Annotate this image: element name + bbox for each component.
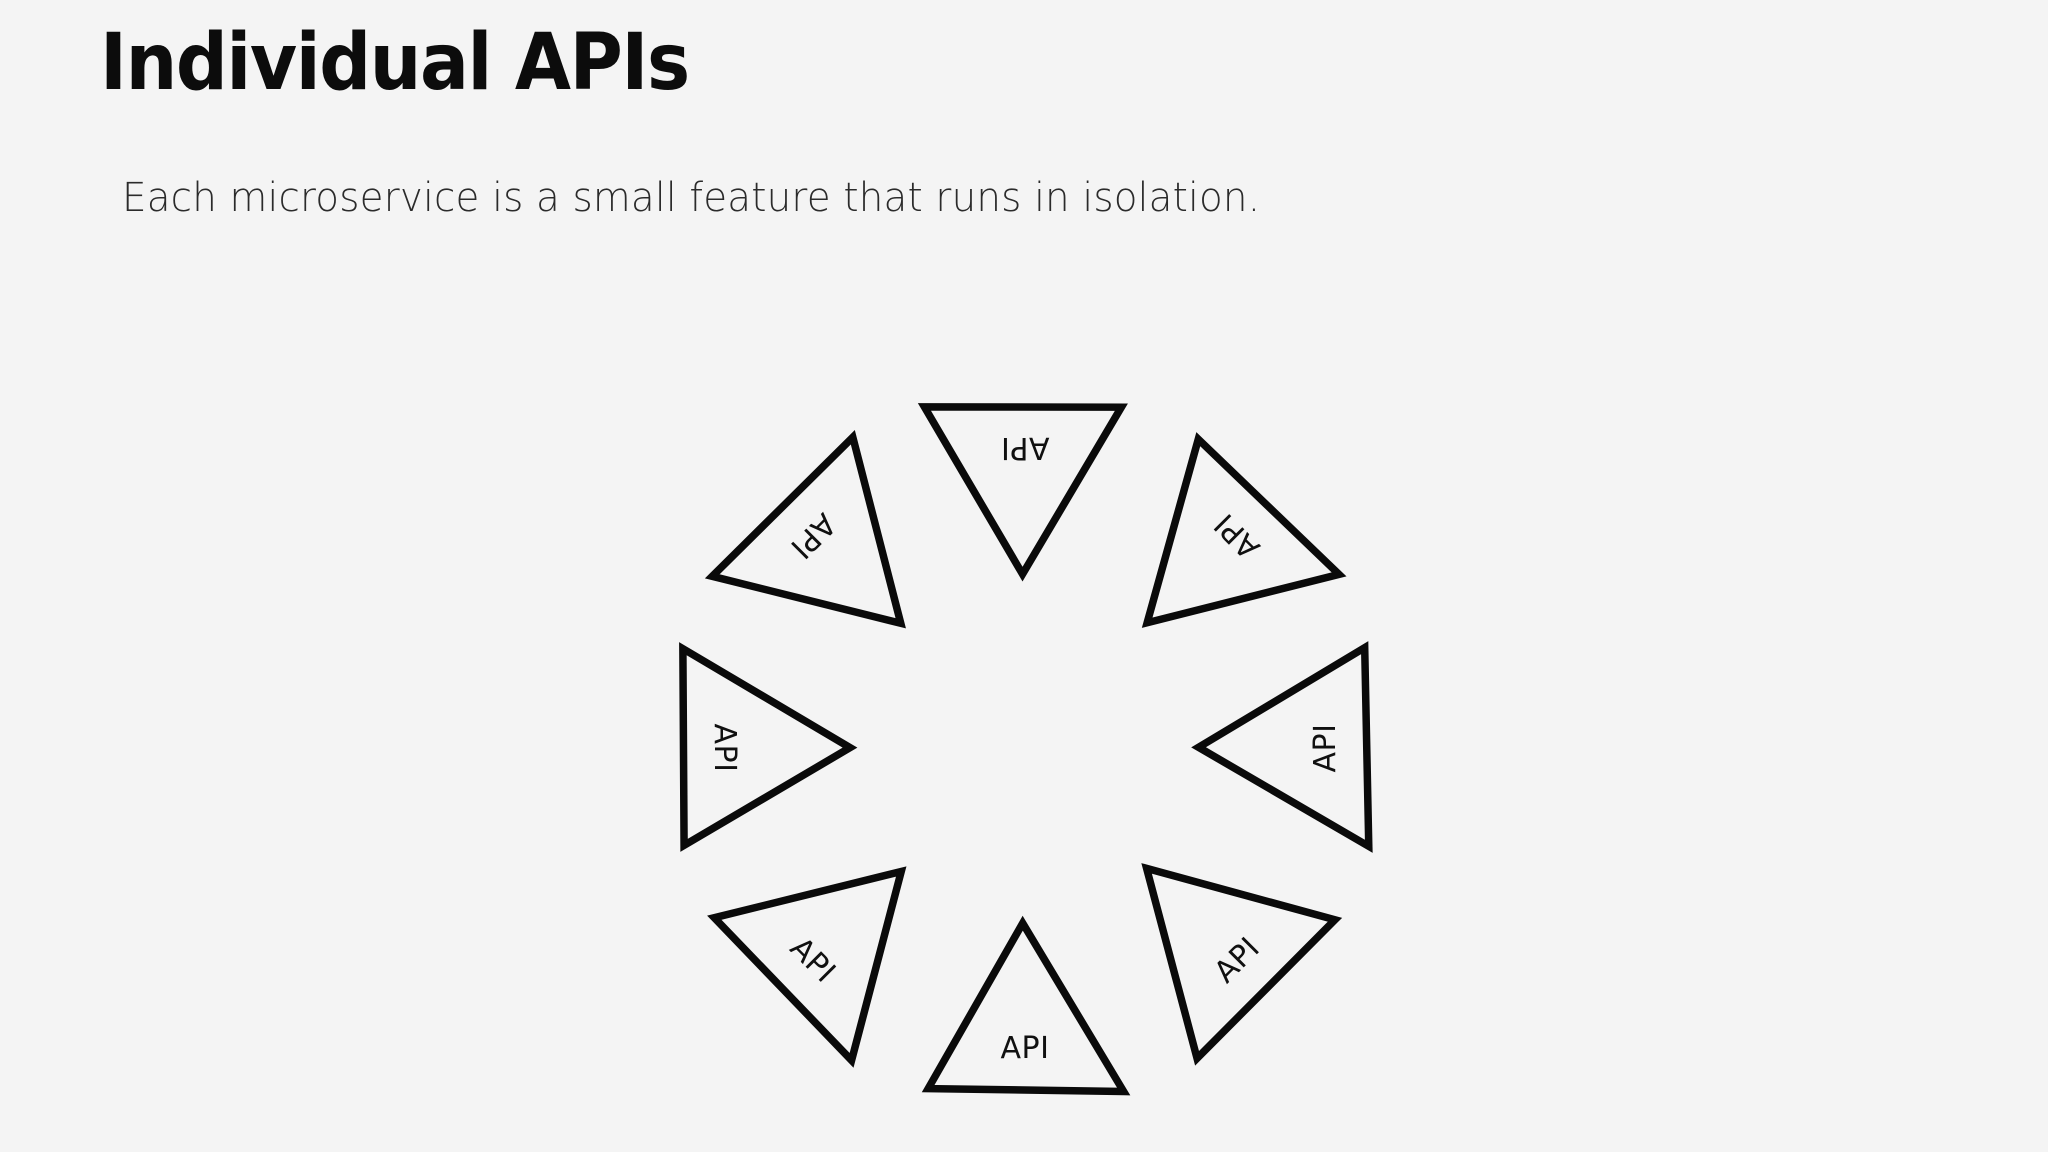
api-triangle: API [917,403,1128,582]
triangle-outline [1141,432,1347,628]
triangle-outline [704,429,906,629]
triangle-outline [917,403,1128,582]
api-triangle: API [1141,432,1347,628]
api-triangle-label: API [1308,724,1343,773]
api-triangle: API [1141,863,1343,1066]
api-triangle-label: API [707,724,742,773]
api-triangle-label: API [783,931,842,990]
api-triangle: API [679,642,858,852]
api-triangle-label: API [1001,1031,1050,1066]
api-triangle-label: API [1208,506,1267,565]
triangle-ring-group: API API API API API API API API [679,403,1373,1096]
page-subtitle: Each microservice is a small feature tha… [122,175,1261,221]
api-triangle: API [704,429,906,629]
api-triangle-label: API [1001,430,1050,465]
page-title: Individual APIs [100,18,690,108]
triangle-outline [921,915,1131,1096]
triangle-outline [679,642,858,852]
api-triangle: API [1191,641,1373,853]
api-triangle-label: API [783,506,842,565]
triangle-outline [1191,641,1373,853]
triangle-outline [1141,863,1343,1066]
api-triangle-label: API [1208,931,1267,990]
api-triangle: API [921,915,1131,1096]
api-triangle: API [707,866,907,1068]
triangle-outline [707,866,907,1068]
